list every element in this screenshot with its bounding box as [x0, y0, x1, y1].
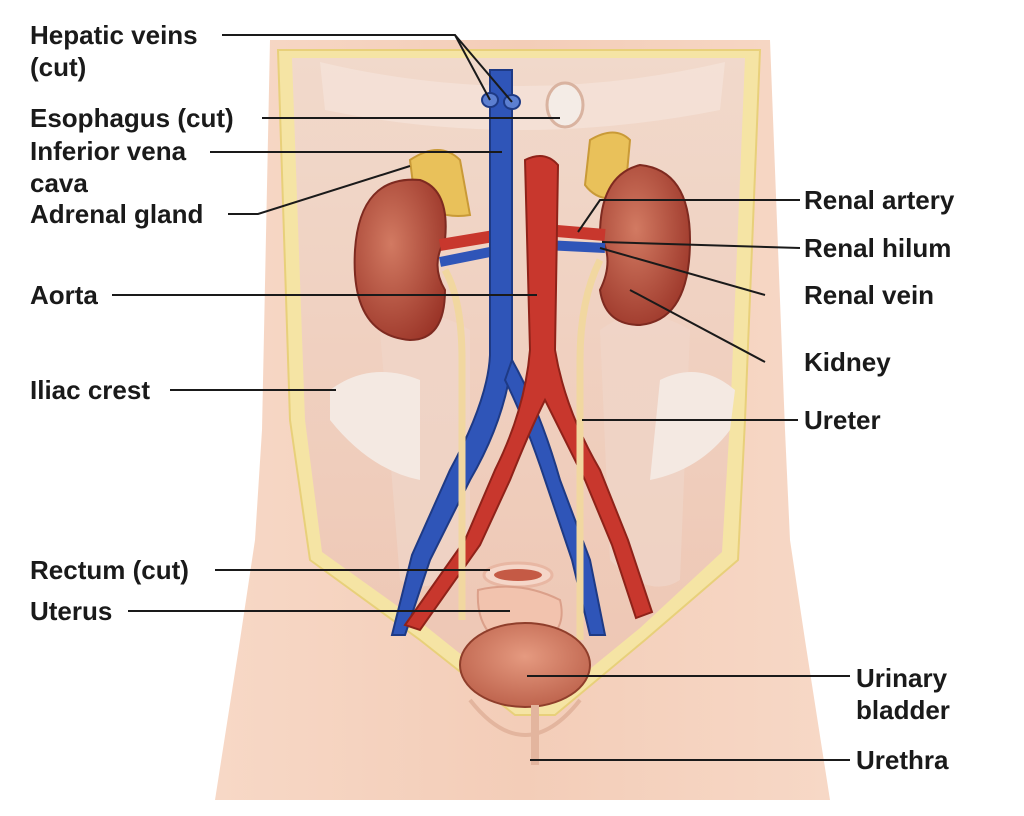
- kidney-right: [598, 163, 692, 327]
- label-urinary-bladder: Urinary bladder: [856, 662, 950, 726]
- label-bladder-line2: bladder: [856, 695, 950, 725]
- aorta: [403, 155, 654, 632]
- label-rectum: Rectum (cut): [30, 555, 189, 585]
- label-ivc-line1: Inferior vena: [30, 136, 187, 166]
- label-urethra: Urethra: [856, 745, 949, 775]
- label-renal-hilum: Renal hilum: [804, 233, 952, 263]
- kidney-left: [353, 178, 447, 342]
- inferior-vena-cava: [390, 69, 513, 636]
- leader-lines: [112, 34, 850, 761]
- ureter-left: [441, 268, 466, 620]
- label-renal-vein: Renal vein: [804, 280, 935, 310]
- label-iliac-crest: Iliac crest: [30, 375, 150, 405]
- label-ureter: Ureter: [804, 405, 881, 435]
- label-adrenal-gland: Adrenal gland: [30, 199, 204, 229]
- label-hepatic-veins-line1: Hepatic veins: [30, 20, 198, 50]
- urinary-bladder: [459, 622, 591, 708]
- ureter-right: [576, 258, 604, 640]
- label-ivc-line2: cava: [30, 168, 88, 198]
- label-aorta: Aorta: [30, 280, 98, 310]
- label-inferior-vena-cava: Inferior vena cava: [30, 135, 186, 199]
- label-kidney: Kidney: [804, 347, 891, 377]
- label-bladder-line1: Urinary: [856, 663, 948, 693]
- label-uterus: Uterus: [30, 596, 113, 626]
- label-hepatic-veins: Hepatic veins (cut): [30, 19, 198, 83]
- label-renal-artery: Renal artery: [804, 185, 955, 215]
- label-esophagus: Esophagus (cut): [30, 103, 234, 133]
- label-hepatic-veins-line2: (cut): [30, 52, 87, 82]
